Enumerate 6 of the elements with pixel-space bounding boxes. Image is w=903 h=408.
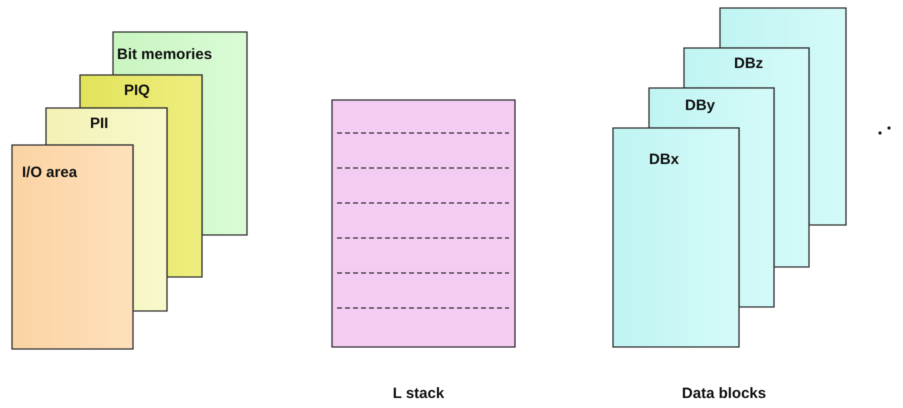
group-caption: Data blocks	[682, 385, 766, 402]
stack-caption: L stack	[392, 385, 444, 402]
data-block-card	[719, 7, 847, 226]
data-block-card: DBx	[612, 127, 740, 348]
stack-box	[331, 99, 516, 348]
memory-card: I/O area	[11, 144, 134, 350]
